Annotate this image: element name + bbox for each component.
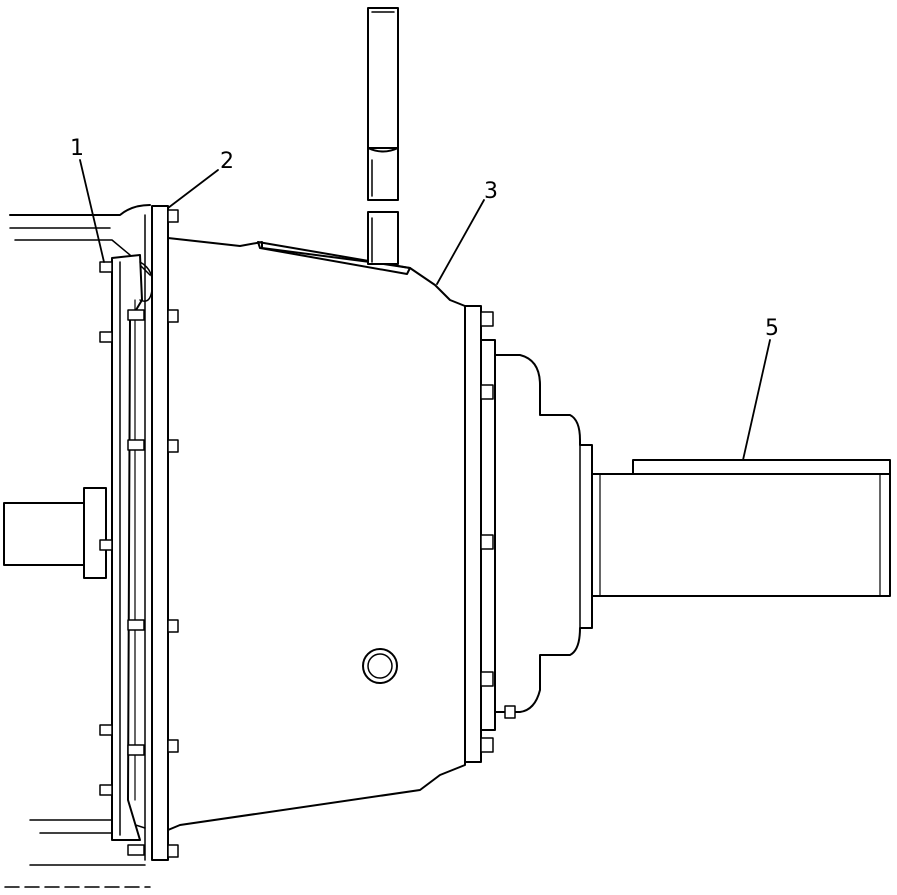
output-shaft [591,459,891,597]
main-flange [144,205,169,861]
main-housing [167,237,466,831]
input-shaft [3,487,107,579]
callout-3: 3 [484,179,498,204]
callout-5: 5 [765,316,779,341]
fill-tube [367,7,399,265]
output-housing [494,354,593,713]
flange-bolts [127,209,179,858]
adapter-studs [99,261,113,796]
callout-1: 1 [70,136,84,161]
output-flange-bolts [480,311,516,753]
callout-2: 2 [220,149,234,174]
leader-lines [79,159,771,461]
output-flange [464,305,496,763]
